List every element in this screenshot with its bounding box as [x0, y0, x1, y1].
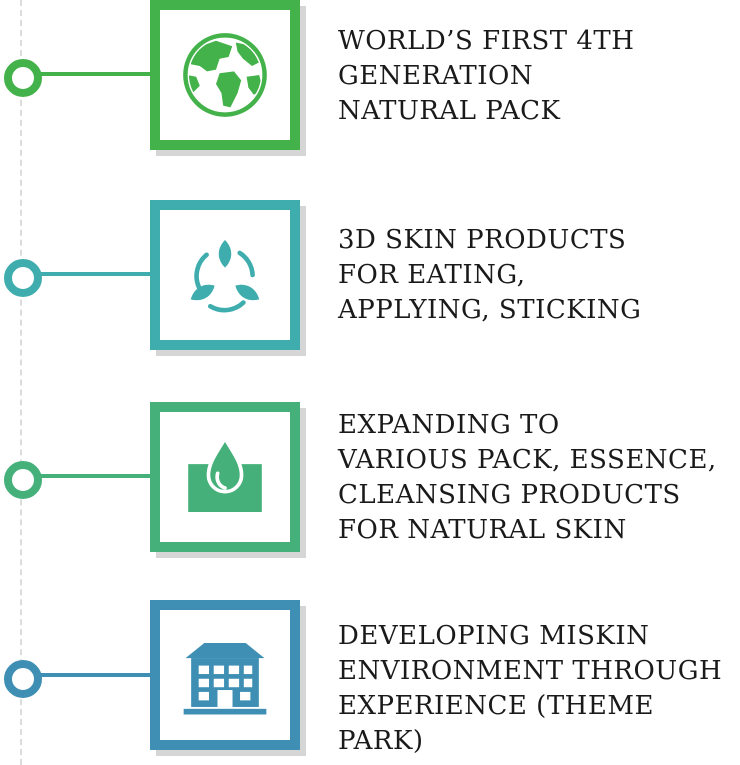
icon-box — [150, 200, 300, 350]
icon-box — [150, 0, 300, 150]
building-icon — [183, 643, 267, 715]
timeline-line — [20, 0, 22, 765]
globe-icon — [183, 33, 267, 117]
timeline-node — [4, 259, 42, 297]
icon-box — [150, 402, 300, 552]
timeline-node — [4, 59, 42, 97]
timeline-connector — [36, 673, 150, 677]
item-text: 3D SKIN PRODUCTS FOR EATING, APPLYING, S… — [338, 225, 642, 325]
item-text: EXPANDING TO VARIOUS PACK, ESSENCE, CLEA… — [338, 410, 717, 545]
timeline-connector — [36, 272, 150, 276]
item-text: DEVELOPING MISKIN ENVIRONMENT THROUGH EX… — [338, 621, 723, 756]
item-text: WORLD’S FIRST 4TH GENERATION NATURAL PAC… — [338, 26, 635, 126]
water-drop-icon — [188, 434, 262, 512]
timeline-connector — [36, 474, 150, 478]
icon-box — [150, 600, 300, 750]
recycle-leaves-icon — [190, 240, 260, 313]
timeline-node — [4, 660, 42, 698]
timeline-node — [4, 461, 42, 499]
timeline-connector — [36, 72, 150, 76]
